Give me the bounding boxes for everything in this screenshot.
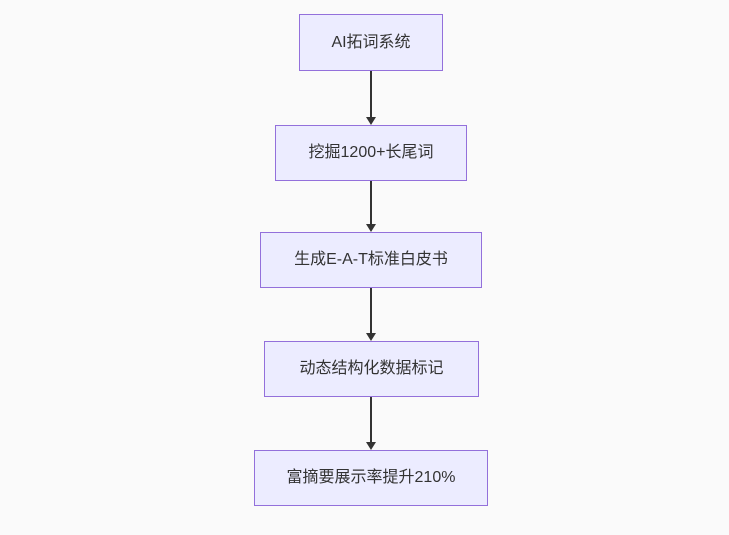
arrowhead-down-icon xyxy=(366,333,376,341)
arrow-line xyxy=(370,397,372,443)
flow-node-label: 生成E-A-T标准白皮书 xyxy=(294,251,448,269)
flow-arrow-4 xyxy=(366,397,376,450)
arrow-line xyxy=(370,288,372,334)
flow-node-ai-word-expansion-system: AI拓词系统 xyxy=(299,14,443,71)
flow-node-rich-snippet-rate-increase: 富摘要展示率提升210% xyxy=(254,450,488,506)
flow-arrow-1 xyxy=(366,71,376,125)
arrow-line xyxy=(370,181,372,225)
arrowhead-down-icon xyxy=(366,117,376,125)
arrowhead-down-icon xyxy=(366,442,376,450)
flow-arrow-3 xyxy=(366,288,376,341)
flow-node-label: 动态结构化数据标记 xyxy=(299,360,444,378)
flow-node-label: 富摘要展示率提升210% xyxy=(286,469,456,487)
flow-node-longtail-keyword-mining: 挖掘1200+长尾词 xyxy=(275,125,467,181)
flow-arrow-2 xyxy=(366,181,376,232)
arrowhead-down-icon xyxy=(366,224,376,232)
flow-node-eat-whitepaper-generation: 生成E-A-T标准白皮书 xyxy=(260,232,482,288)
flow-node-label: 挖掘1200+长尾词 xyxy=(308,144,434,162)
flow-node-label: AI拓词系统 xyxy=(331,33,411,51)
flow-node-dynamic-structured-data-markup: 动态结构化数据标记 xyxy=(264,341,479,397)
arrow-line xyxy=(370,71,372,118)
